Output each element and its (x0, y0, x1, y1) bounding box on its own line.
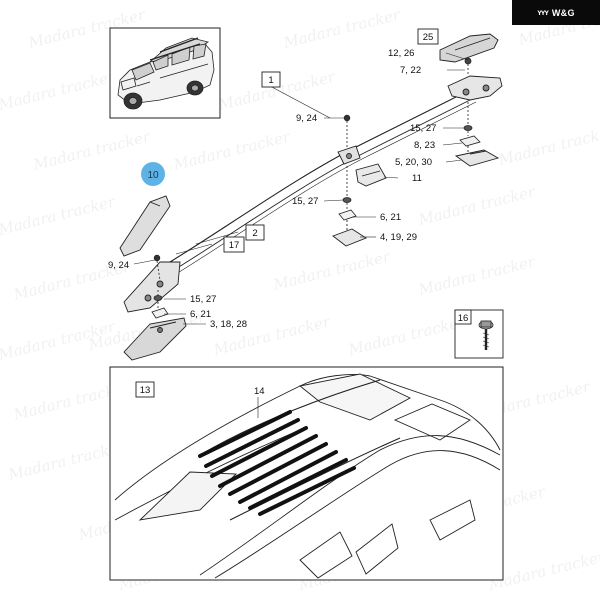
callout-10-circle (141, 162, 165, 186)
watermark: Madara tracker (346, 312, 468, 359)
label-8-23: 8, 23 (414, 140, 435, 151)
box-16-detail: 16 (454, 309, 504, 359)
watermark: Madara tracker (416, 252, 538, 299)
box-16-label: 16 (458, 313, 469, 324)
box-1: 1 (261, 71, 281, 88)
brand-text: W&G (551, 7, 575, 18)
label-15-27-top: 15, 27 (410, 123, 436, 134)
label-15-27-low: 15, 27 (190, 294, 216, 305)
front-washers (151, 290, 169, 319)
watermark: Madara tracker (0, 67, 118, 114)
watermark: Madara tracker (6, 437, 128, 484)
middle-washers (338, 166, 357, 221)
box-17: 17 (223, 236, 245, 253)
watermark: Madara tracker (416, 182, 538, 229)
front-rail-bracket (123, 261, 181, 313)
label-9-24-left: 9, 24 (108, 260, 129, 271)
watermark: Madara tracker (516, 2, 600, 49)
box-1-label: 1 (268, 75, 273, 86)
box-17-label: 17 (229, 240, 240, 251)
box-2: 2 (245, 224, 265, 241)
watermark: Madara tracker (496, 122, 600, 169)
label-12-26: 12, 26 (388, 48, 414, 59)
box-25-label: 25 (423, 32, 434, 43)
label-11: 11 (412, 173, 422, 184)
label-7-22: 7, 22 (400, 65, 421, 76)
callout-10: 10 (141, 162, 165, 186)
middle-base-plate (332, 220, 367, 247)
front-base-plate (123, 317, 187, 361)
box-25: 25 (417, 28, 439, 45)
brand-mark: ʏʏʏ (537, 8, 549, 17)
middle-cover (355, 163, 387, 187)
label-14: 14 (254, 386, 265, 397)
watermark: Madara tracker (171, 127, 293, 174)
label-3-18-28: 3, 18, 28 (210, 319, 247, 330)
middle-screw (343, 114, 351, 148)
box-2-label: 2 (252, 228, 257, 239)
rear-base-plate (454, 146, 500, 167)
label-6-21-mid: 6, 21 (380, 212, 401, 223)
label-5-20-30: 5, 20, 30 (395, 157, 432, 168)
leader-lines (133, 52, 469, 325)
roof-detail-panel: 13 14 (109, 366, 504, 581)
watermark: Madara tracker (31, 127, 153, 174)
front-end-cap (119, 195, 171, 257)
rear-screw (464, 57, 472, 74)
watermark: Madara tracker (271, 247, 393, 294)
label-15-27-mid: 15, 27 (292, 196, 318, 207)
rear-end-cap (439, 33, 499, 63)
vehicle-thumbnail (109, 27, 221, 119)
roof-slats (198, 410, 356, 516)
callout-10-label: 10 (147, 170, 159, 181)
watermark: Madara tracker (281, 5, 403, 52)
brand-logo: ʏʏʏ W&G (512, 0, 600, 25)
rear-rail-bracket (447, 75, 503, 101)
label-9-24-top: 9, 24 (296, 113, 317, 124)
bolt-icon (478, 320, 494, 350)
box-13-label: 13 (140, 385, 151, 396)
front-screw (153, 254, 161, 281)
label-4-19-29: 4, 19, 29 (380, 232, 417, 243)
middle-clip (337, 145, 361, 165)
label-6-21-low: 6, 21 (190, 309, 211, 320)
watermark: Madara tracker (0, 192, 118, 239)
